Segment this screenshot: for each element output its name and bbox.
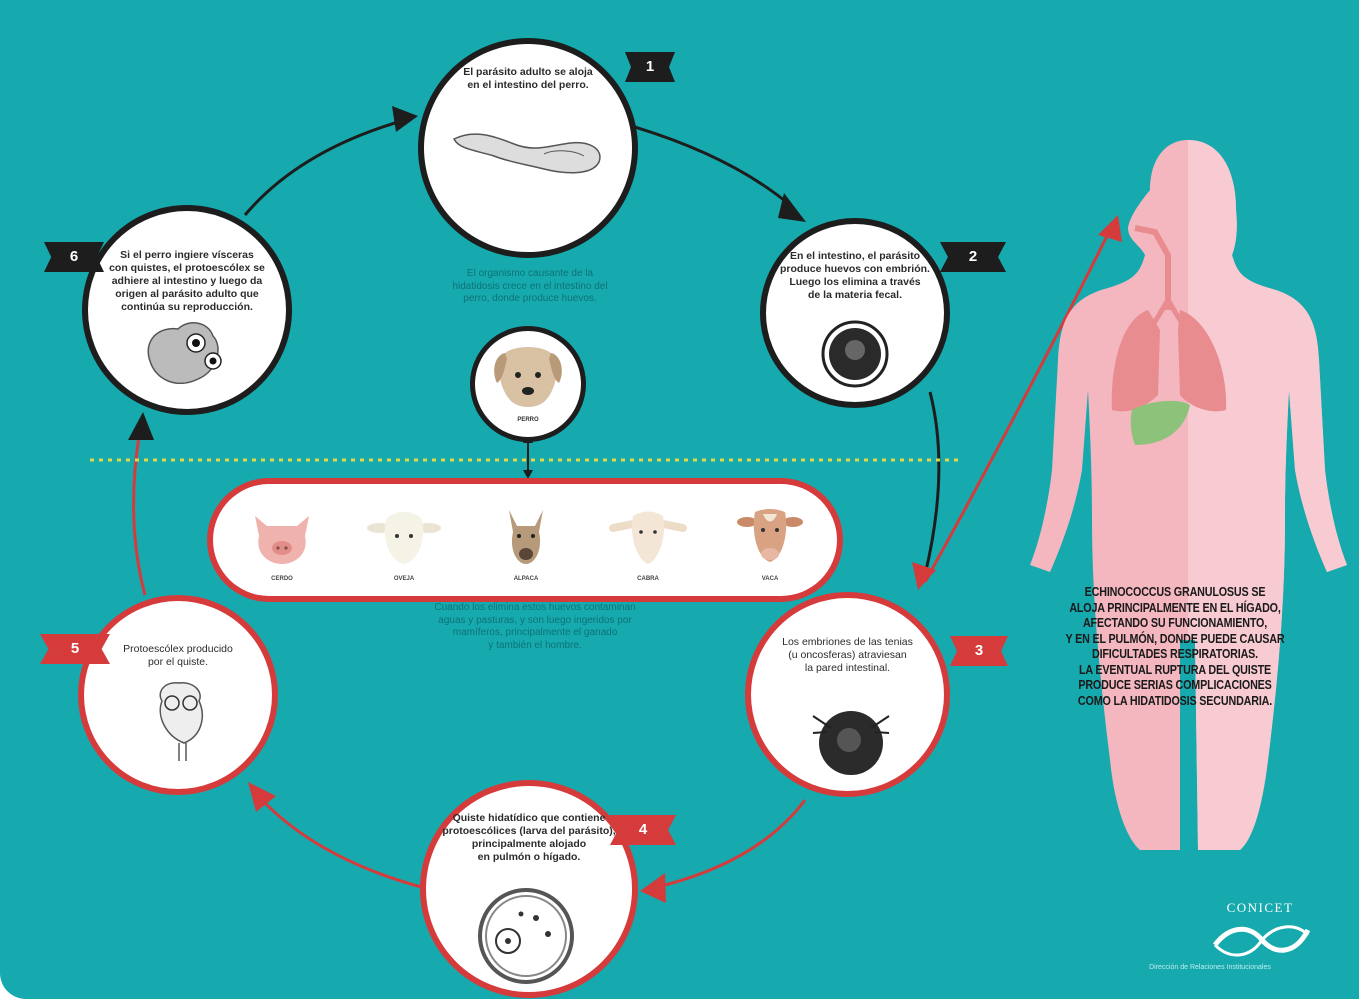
adult-tapeworm-icon [424, 44, 644, 264]
conicet-logo-mark [1215, 927, 1308, 955]
center-top-line-2: hidatidosis crece en el intestino del [410, 281, 650, 294]
protoscolex-icon [84, 601, 284, 801]
arrow-4-to-5 [262, 800, 425, 888]
center-bottom-line-1: Cuando los elimina estos huevos contamin… [385, 602, 685, 615]
animal-label-sheep: OVEJA [359, 576, 449, 582]
stage-1-tag: 1 [625, 52, 675, 82]
pig-icon [237, 502, 327, 572]
hydatid-cyst-icon [426, 786, 644, 1004]
goat-icon [603, 502, 693, 572]
animal-label-cow: VACA [725, 576, 815, 582]
human-figure [1030, 140, 1347, 850]
arrowhead-human [1098, 215, 1122, 242]
center-top-line-1: El organismo causante de la [410, 268, 650, 281]
logo-subtitle: Dirección de Relaciones Institucionales [1100, 964, 1320, 971]
arrow-1-to-2 [628, 125, 790, 205]
human-line-8: COMO LA HIDATIDOSIS SECUNDARIA. [1042, 694, 1309, 710]
center-top-line-3: perro, donde produce huevos. [410, 293, 650, 306]
center-bottom-line-3: mamíferos, principalmente el ganado [385, 627, 685, 640]
arrow-2-to-3 [925, 392, 939, 575]
stage-5-tag: 5 [40, 634, 110, 664]
center-bottom-line-2: aguas y pasturas, y son luego ingeridos … [385, 615, 685, 628]
stage-3-tag: 3 [950, 636, 1008, 666]
arrow-6-to-1 [245, 120, 405, 215]
stage-5-circle: Protoescólex producido por el quiste. [78, 595, 278, 795]
human-line-1: ECHINOCOCCUS GRANULOSUS SE [1042, 585, 1309, 601]
center-bottom-text: Cuando los elimina estos huevos contamin… [385, 602, 685, 652]
scolex-icon [88, 211, 298, 421]
stage-2-tag: 2 [940, 242, 1006, 272]
arrowhead-1 [392, 106, 418, 132]
sheep-icon [359, 502, 449, 572]
stage-4-circle: Quiste hidatídico que contiene protoescó… [420, 780, 638, 998]
animal-label-pig: CERDO [237, 576, 327, 582]
stage-2-circle: En el intestino, el parásito produce hue… [760, 218, 950, 408]
oncosphere-icon [751, 598, 956, 803]
stage-6-circle: Si el perro ingiere vísceras con quistes… [82, 205, 292, 415]
human-line-7: PRODUCE SERIAS COMPLICACIONES [1042, 678, 1309, 694]
arrow-5-to-6 [134, 430, 145, 595]
human-line-5: DIFICULTADES RESPIRATORIAS. [1042, 647, 1309, 663]
stage-1-circle: El parásito adulto se aloja en el intest… [418, 38, 638, 258]
animal-label-alpaca: ALPACA [481, 576, 571, 582]
animal-label-goat: CABRA [603, 576, 693, 582]
dog-label: PERRO [475, 417, 581, 423]
human-description: ECHINOCOCCUS GRANULOSUS SE ALOJA PRINCIP… [1042, 585, 1309, 709]
stage-6-tag: 6 [44, 242, 104, 272]
conicet-logo: CONICET [1195, 900, 1325, 916]
human-line-6: LA EVENTUAL RUPTURA DEL QUISTE [1042, 663, 1309, 679]
human-line-3: AFECTANDO SU FUNCIONAMIENTO, [1042, 616, 1309, 632]
stage-4-tag: 4 [610, 815, 676, 845]
cow-icon [725, 502, 815, 572]
human-line-2: ALOJA PRINCIPALMENTE EN EL HÍGADO, [1042, 601, 1309, 617]
alpaca-icon [481, 502, 571, 572]
center-top-text: El organismo causante de la hidatidosis … [410, 268, 650, 306]
dog-circle: PERRO [470, 326, 586, 442]
logo-name: CONICET [1195, 900, 1325, 916]
human-line-4: Y EN EL PULMÓN, DONDE PUEDE CAUSAR [1042, 632, 1309, 648]
center-bottom-line-4: y también el hombre. [385, 640, 685, 653]
egg-icon [766, 224, 956, 414]
animals-pill: CERDO OVEJA ALPACA CABRA [207, 478, 843, 602]
stage-3-circle: Los embriones de las tenias (u oncosfera… [745, 592, 950, 797]
arrow-3-to-4 [665, 800, 805, 885]
